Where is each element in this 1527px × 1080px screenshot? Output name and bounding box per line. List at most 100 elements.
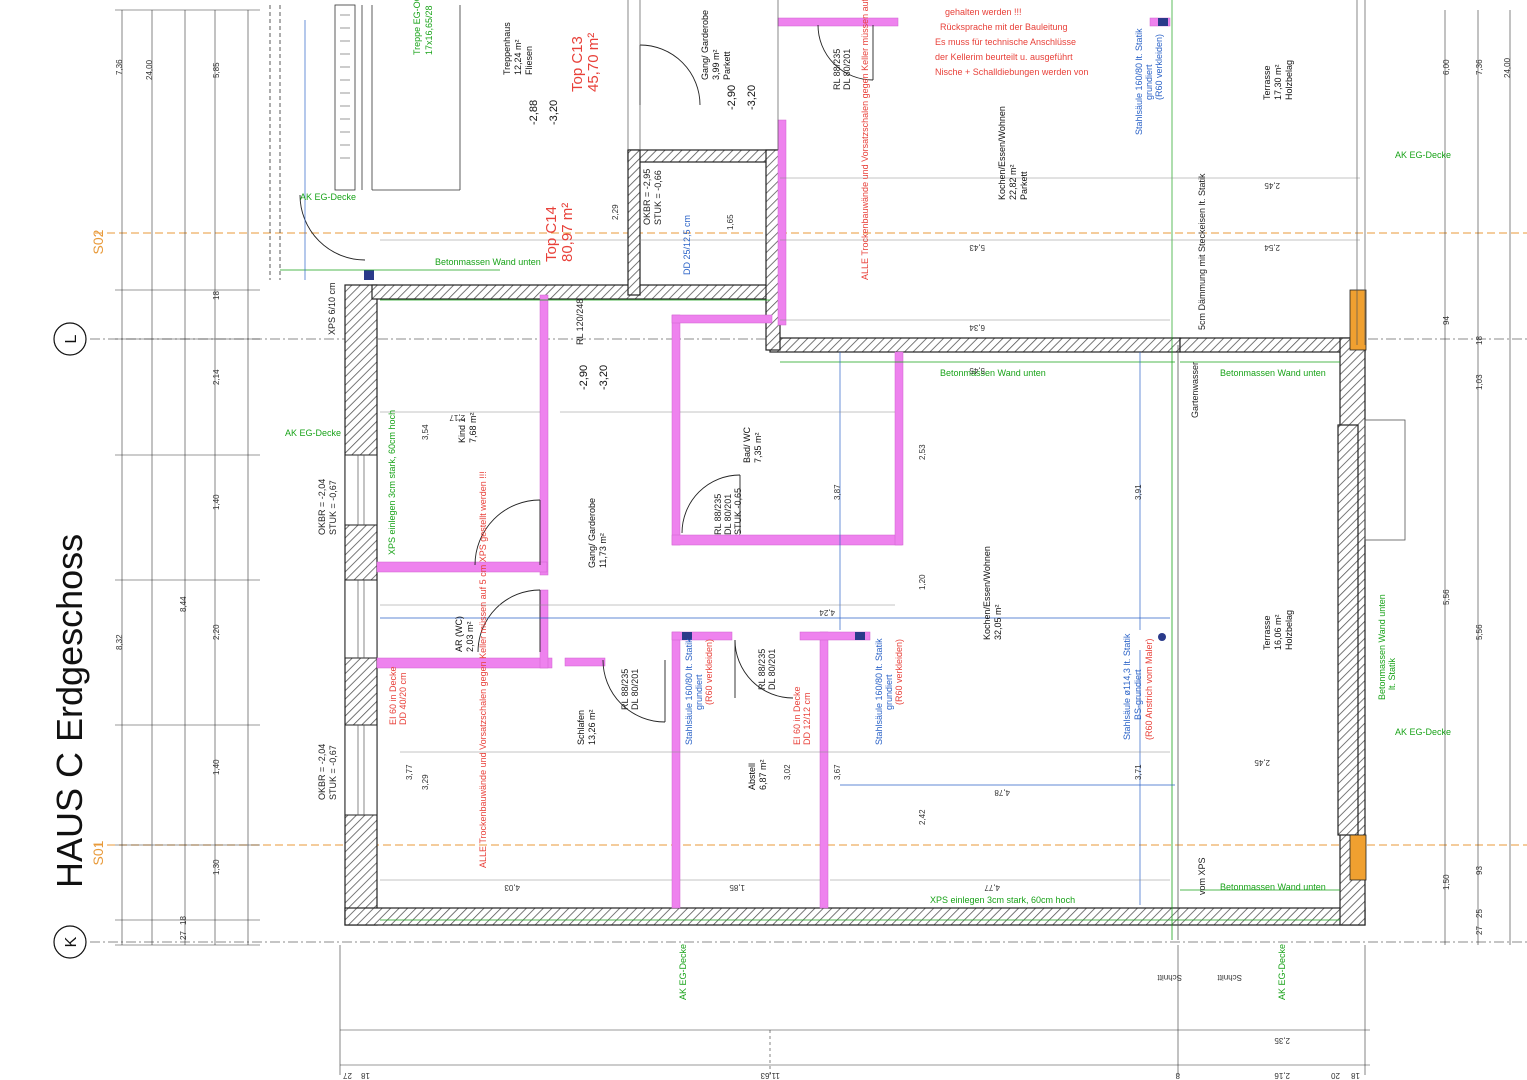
svg-text:RL 88/235: RL 88/235 xyxy=(713,494,723,535)
svg-text:STUK = -0,66: STUK = -0,66 xyxy=(653,170,663,225)
svg-text:8: 8 xyxy=(1175,1071,1180,1080)
svg-text:3,67: 3,67 xyxy=(833,764,842,780)
svg-text:STUK = -0,67: STUK = -0,67 xyxy=(328,480,338,535)
right-dimension-chain xyxy=(1444,10,1511,945)
svg-text:3,29: 3,29 xyxy=(421,774,430,790)
svg-text:Top C14: Top C14 xyxy=(543,206,560,262)
svg-text:7,68 m²: 7,68 m² xyxy=(468,412,478,443)
notes-green: XPS einlegen 3cm stark, 60cm hoch XPS ei… xyxy=(285,0,1451,1000)
svg-text:Betonmassen Wand unten: Betonmassen Wand unten xyxy=(940,368,1046,378)
svg-text:-3,20: -3,20 xyxy=(746,85,758,110)
svg-text:-2,90: -2,90 xyxy=(726,85,738,110)
svg-text:Gang/ Garderobe: Gang/ Garderobe xyxy=(700,10,710,80)
svg-text:AK EG-Decke: AK EG-Decke xyxy=(678,944,688,1000)
svg-text:Gang/ Garderobe: Gang/ Garderobe xyxy=(587,498,597,568)
svg-text:93: 93 xyxy=(1475,866,1484,875)
svg-text:-2,88: -2,88 xyxy=(528,100,540,125)
svg-text:3,99 m²: 3,99 m² xyxy=(711,49,721,80)
svg-text:1,85: 1,85 xyxy=(729,883,745,892)
svg-text:2,45: 2,45 xyxy=(1264,181,1280,190)
svg-text:2,45: 2,45 xyxy=(1254,758,1270,767)
svg-text:Betonmassen Wand unten: Betonmassen Wand unten xyxy=(1377,594,1387,700)
notes-blue: Stahlsäule 160/80 lt. Statik grundiert S… xyxy=(682,28,1164,745)
svg-text:ALLE Trockenbauwände und Vorsa: ALLE Trockenbauwände und Vorsatzschalen … xyxy=(860,0,870,280)
green-dimension-lines xyxy=(280,0,1340,921)
svg-text:Es muss für technische Anschlü: Es muss für technische Anschlüsse xyxy=(935,37,1076,47)
terrace-frame xyxy=(1171,345,1406,940)
room-kochen-essen-wohnen: Kochen/Essen/Wohnen 32,05 m² xyxy=(982,546,1003,640)
svg-text:RL 88/235: RL 88/235 xyxy=(620,669,630,710)
svg-text:5,56: 5,56 xyxy=(1442,589,1451,605)
svg-text:Rücksprache mit der Bauleitung: Rücksprache mit der Bauleitung xyxy=(940,22,1068,32)
staircase xyxy=(269,4,461,280)
svg-text:grundiert: grundiert xyxy=(694,674,704,710)
svg-text:(R60 verkleiden): (R60 verkleiden) xyxy=(704,639,714,705)
steel-column-3 xyxy=(1158,18,1168,26)
svg-text:-3,20: -3,20 xyxy=(598,365,610,390)
svg-text:EI 60 in Decke: EI 60 in Decke xyxy=(792,686,802,745)
svg-text:18: 18 xyxy=(179,916,188,925)
axis-marker-l: L xyxy=(53,322,87,356)
bottom-dimension-chain xyxy=(339,945,1370,1075)
svg-text:RL 88/235: RL 88/235 xyxy=(757,649,767,690)
room-bad-wc: Bad/ WC 7,35 m² xyxy=(742,426,763,463)
svg-text:OKBR = -2,95: OKBR = -2,95 xyxy=(642,169,652,225)
svg-text:11,63: 11,63 xyxy=(760,1071,780,1080)
svg-text:2,29: 2,29 xyxy=(611,204,620,220)
svg-text:17,30 m²: 17,30 m² xyxy=(1273,64,1283,100)
svg-text:Gartenwasser: Gartenwasser xyxy=(1190,362,1200,418)
axis-marker-k: K xyxy=(53,925,87,959)
svg-text:32,05 m²: 32,05 m² xyxy=(993,604,1003,640)
svg-text:4,78: 4,78 xyxy=(994,788,1010,797)
windows-left xyxy=(344,454,378,816)
svg-text:DD 25/12,5 cm: DD 25/12,5 cm xyxy=(682,215,692,275)
steel-column-2 xyxy=(855,632,865,640)
svg-text:3,91: 3,91 xyxy=(1134,484,1143,500)
svg-text:2,16: 2,16 xyxy=(1274,1071,1290,1080)
svg-text:4,03: 4,03 xyxy=(504,883,520,892)
svg-text:18: 18 xyxy=(212,291,221,300)
svg-text:RL 88/235: RL 88/235 xyxy=(832,49,842,90)
level-marks: -2,90 -3,20 -2,88 -3,20 -2,90 -3,20 xyxy=(528,85,758,390)
svg-text:Parkett: Parkett xyxy=(722,51,732,80)
svg-text:Betonmassen Wand unten: Betonmassen Wand unten xyxy=(1220,368,1326,378)
svg-text:XPS einlegen 3cm stark, 60cm h: XPS einlegen 3cm stark, 60cm hoch xyxy=(387,410,397,555)
room-gang-garderobe-top: Gang/ Garderobe 3,99 m² Parkett xyxy=(700,10,732,80)
svg-text:18: 18 xyxy=(1351,1071,1360,1080)
notes-red: ALLE Trockenbauwände und Vorsatzschalen … xyxy=(388,0,1154,868)
svg-text:Fliesen: Fliesen xyxy=(524,46,534,75)
svg-text:13,26 m²: 13,26 m² xyxy=(587,709,597,745)
svg-text:Schlafen: Schlafen xyxy=(576,710,586,745)
svg-text:(R60 verkleiden): (R60 verkleiden) xyxy=(894,639,904,705)
svg-text:AK EG-Decke: AK EG-Decke xyxy=(1395,727,1451,737)
steel-column-1 xyxy=(682,632,692,640)
svg-text:RL 120/248: RL 120/248 xyxy=(575,299,585,345)
notes-black: OKBR = -2,04 STUK = -0,67 OKBR = -2,04 S… xyxy=(317,49,1207,895)
svg-text:Nische + Schalldiebungen werde: Nische + Schalldiebungen werden von xyxy=(935,67,1088,77)
svg-text:grundiert: grundiert xyxy=(884,674,894,710)
svg-text:DD 40/20 cm: DD 40/20 cm xyxy=(398,672,408,725)
svg-text:AK EG-Decke: AK EG-Decke xyxy=(300,192,356,202)
svg-text:XPS einlegen 3cm stark, 60cm h: XPS einlegen 3cm stark, 60cm hoch xyxy=(930,895,1075,905)
unit-top-c14: Top C14 80,97 m² xyxy=(543,203,576,262)
room-ar-wc: AR (WC) 2,03 m² xyxy=(454,616,475,652)
svg-text:AK EG-Decke: AK EG-Decke xyxy=(285,428,341,438)
svg-text:Betonmassen Wand unten: Betonmassen Wand unten xyxy=(435,257,541,267)
svg-text:AK EG-Decke: AK EG-Decke xyxy=(1395,150,1451,160)
svg-text:(R60 verkleiden): (R60 verkleiden) xyxy=(1154,34,1164,100)
svg-text:4,24: 4,24 xyxy=(819,608,835,617)
left-dimension-chain xyxy=(121,10,249,945)
room-terrasse: Terrasse 16,06 m² Holzbelag xyxy=(1262,610,1294,650)
svg-text:gehalten werden !!!: gehalten werden !!! xyxy=(945,7,1022,17)
svg-text:7,36: 7,36 xyxy=(1475,59,1484,75)
svg-text:Kochen/Essen/Wohnen: Kochen/Essen/Wohnen xyxy=(982,546,992,640)
svg-text:STUK -0,65: STUK -0,65 xyxy=(733,488,743,535)
svg-text:18: 18 xyxy=(1475,336,1484,345)
svg-text:80,97 m²: 80,97 m² xyxy=(559,203,576,262)
svg-text:-2,90: -2,90 xyxy=(578,365,590,390)
axis-label-k: K xyxy=(63,936,80,947)
left-dimension-ticks xyxy=(115,9,260,946)
svg-text:Bad/ WC: Bad/ WC xyxy=(742,426,752,463)
svg-text:3,71: 3,71 xyxy=(1134,764,1143,780)
